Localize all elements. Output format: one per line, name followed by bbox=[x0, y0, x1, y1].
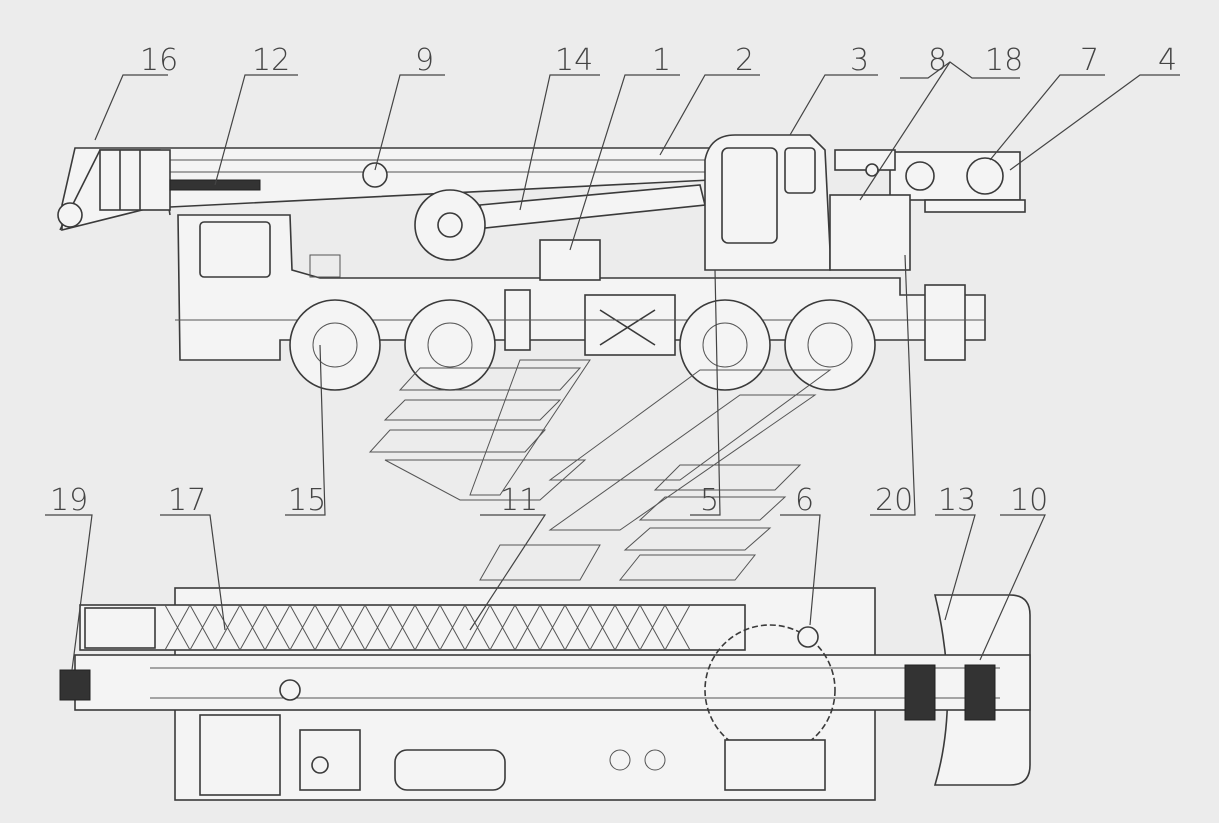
slewing-drive-6 bbox=[797, 626, 819, 648]
callout-2: 2 bbox=[735, 43, 754, 78]
callout-4: 4 bbox=[1158, 43, 1177, 78]
callout-5: 5 bbox=[700, 483, 719, 518]
side-view-callouts: 16 12 9 14 1 2 3 8 18 7 4 bbox=[94, 43, 1180, 251]
plan-view bbox=[59, 587, 1031, 801]
background-logo bbox=[368, 359, 832, 581]
boom-detail-9 bbox=[362, 162, 388, 188]
callout-9: 9 bbox=[415, 43, 434, 78]
wheels bbox=[289, 299, 876, 391]
callout-12: 12 bbox=[252, 43, 290, 78]
lattice-jib bbox=[79, 603, 746, 652]
driver-cab-window bbox=[199, 221, 271, 278]
callout-7: 7 bbox=[1080, 43, 1099, 78]
callout-6: 6 bbox=[795, 483, 814, 518]
side-view bbox=[57, 134, 1026, 391]
callout-3: 3 bbox=[850, 43, 869, 78]
plan-view-callouts: 19 17 15 11 5 6 20 13 10 bbox=[45, 254, 1048, 671]
callout-17: 17 bbox=[168, 483, 206, 518]
wheel bbox=[679, 299, 771, 391]
telescopic-boom bbox=[57, 147, 711, 232]
wheel bbox=[784, 299, 876, 391]
callout-11: 11 bbox=[500, 483, 538, 518]
callout-20: 20 bbox=[875, 483, 913, 518]
callout-16: 16 bbox=[140, 43, 178, 78]
callout-1: 1 bbox=[652, 43, 671, 78]
main-boom-plan bbox=[59, 654, 1031, 721]
operator-cab bbox=[704, 134, 911, 271]
callout-14: 14 bbox=[555, 43, 593, 78]
callout-15: 15 bbox=[288, 483, 326, 518]
wheel bbox=[289, 299, 381, 391]
counterweight-winch bbox=[834, 149, 1026, 213]
wheel bbox=[404, 299, 496, 391]
callout-8: 8 bbox=[928, 43, 947, 78]
callout-10: 10 bbox=[1010, 483, 1048, 518]
luffing-cylinder bbox=[414, 184, 706, 261]
callout-18: 18 bbox=[985, 43, 1023, 78]
callout-13: 13 bbox=[938, 483, 976, 518]
callout-19: 19 bbox=[50, 483, 88, 518]
